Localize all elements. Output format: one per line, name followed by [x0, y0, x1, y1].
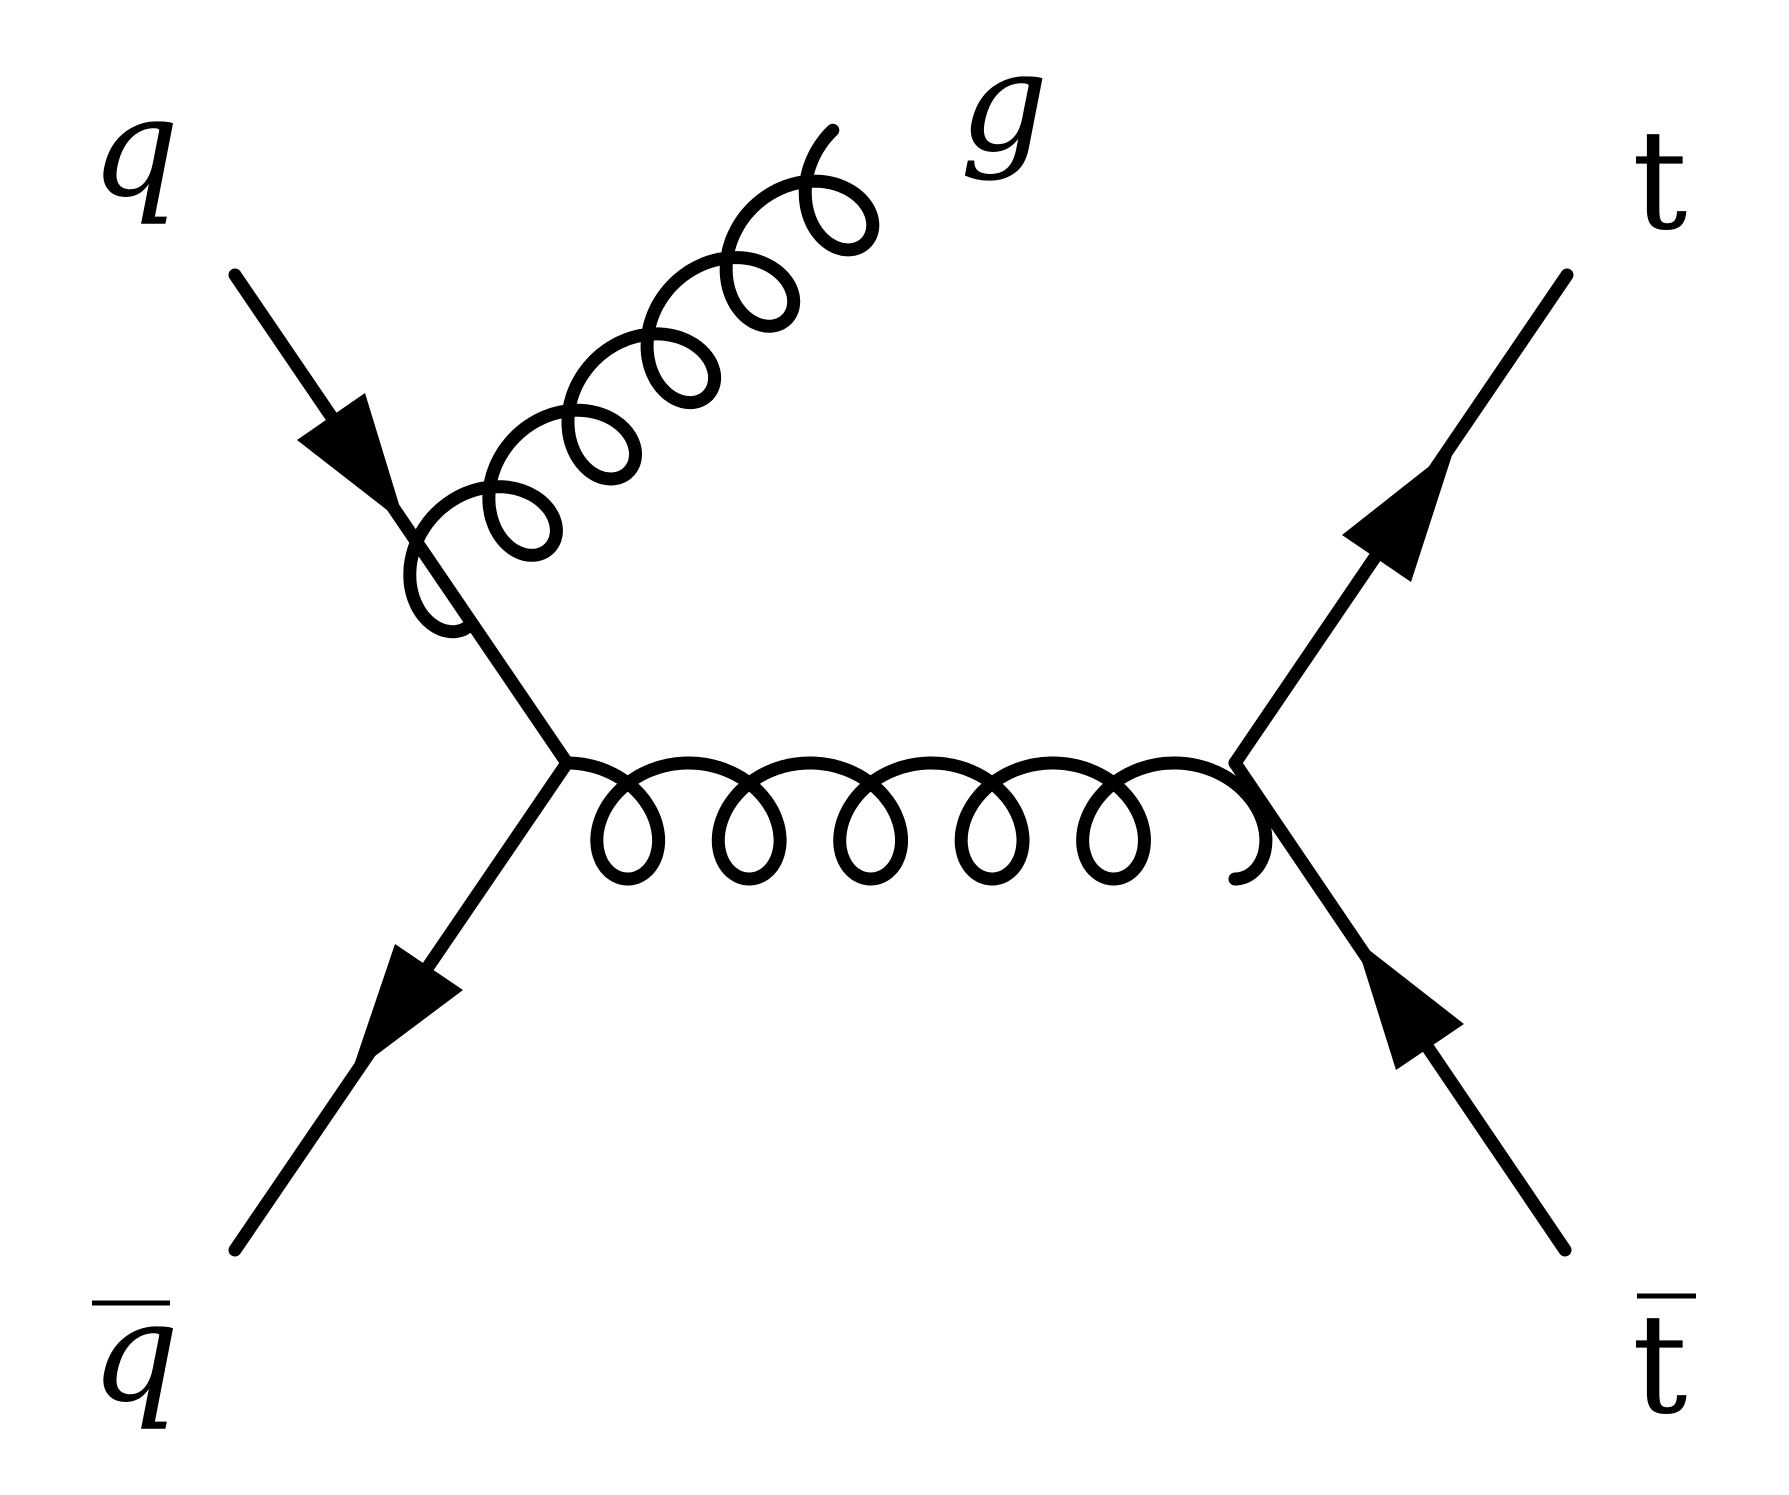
quark-arrow: [297, 393, 405, 524]
top-label: t: [1632, 100, 1687, 261]
quark-label: q: [91, 67, 179, 228]
antitop-arrow: [1355, 939, 1464, 1070]
gluon-label: g: [960, 22, 1048, 183]
gluon-propagator: [560, 756, 1273, 886]
radiated-gluon: [403, 123, 880, 639]
top-arrow: [1342, 446, 1455, 582]
antiquark-label: q: [91, 1272, 179, 1433]
antitop-label: t: [1632, 1284, 1687, 1445]
antiquark-arrow: [351, 944, 463, 1074]
